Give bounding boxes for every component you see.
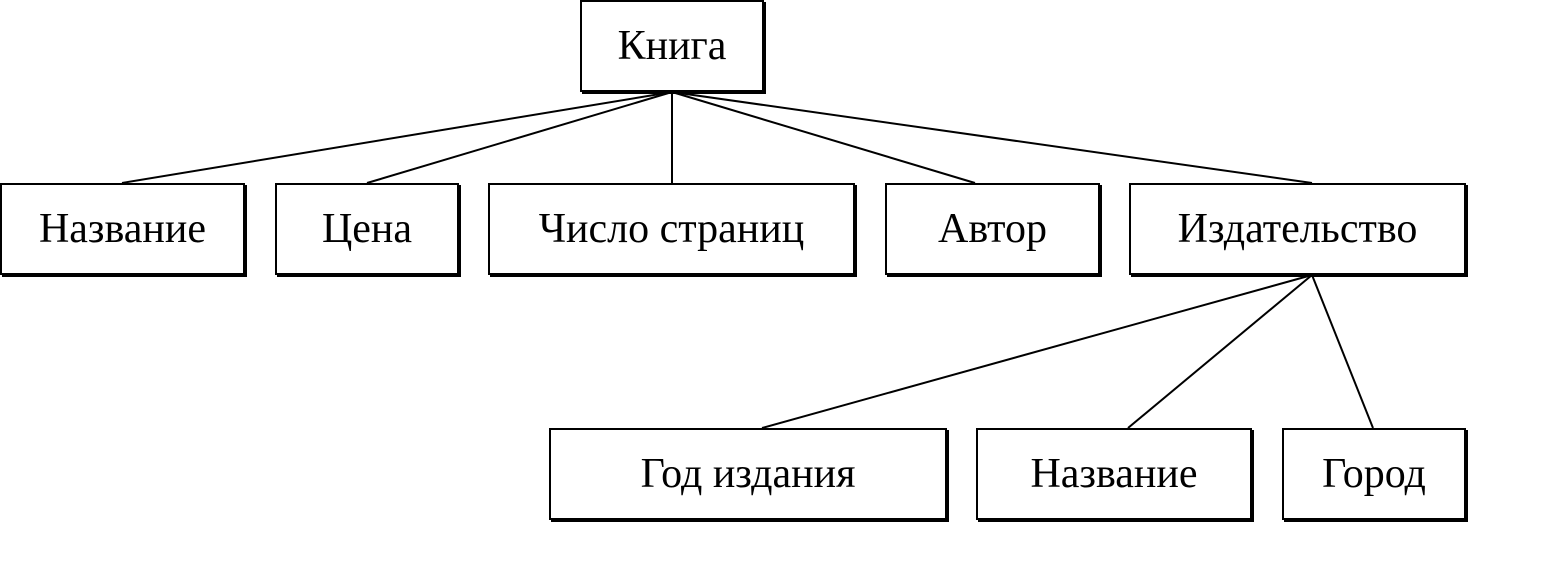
edge-root-name bbox=[121, 91, 673, 184]
node-city: Город bbox=[1282, 428, 1466, 520]
node-page-count-label: Число страниц bbox=[538, 206, 805, 252]
node-publisher-label: Издательство bbox=[1177, 206, 1418, 252]
node-book-label: Книга bbox=[617, 23, 727, 69]
edge-publisher-name bbox=[1127, 274, 1313, 429]
edge-root-price bbox=[366, 91, 673, 184]
node-title: Название bbox=[0, 183, 245, 275]
node-book: Книга bbox=[580, 0, 764, 92]
edge-publisher-city bbox=[1311, 274, 1374, 429]
edge-root-publisher bbox=[671, 91, 1313, 184]
node-publisher-name-label: Название bbox=[1030, 451, 1198, 497]
node-price-label: Цена bbox=[321, 206, 413, 252]
node-city-label: Город bbox=[1322, 451, 1426, 497]
node-publication-year-label: Год издания bbox=[640, 451, 856, 497]
node-publication-year: Год издания bbox=[549, 428, 947, 520]
node-author: Автор bbox=[885, 183, 1100, 275]
node-author-label: Автор bbox=[938, 206, 1047, 252]
edge-root-author bbox=[671, 91, 976, 184]
edge-publisher-year bbox=[761, 274, 1313, 429]
node-publisher: Издательство bbox=[1129, 183, 1466, 275]
node-publisher-name: Название bbox=[976, 428, 1252, 520]
node-title-label: Название bbox=[38, 206, 207, 252]
node-price: Цена bbox=[275, 183, 459, 275]
node-page-count: Число страниц bbox=[488, 183, 855, 275]
